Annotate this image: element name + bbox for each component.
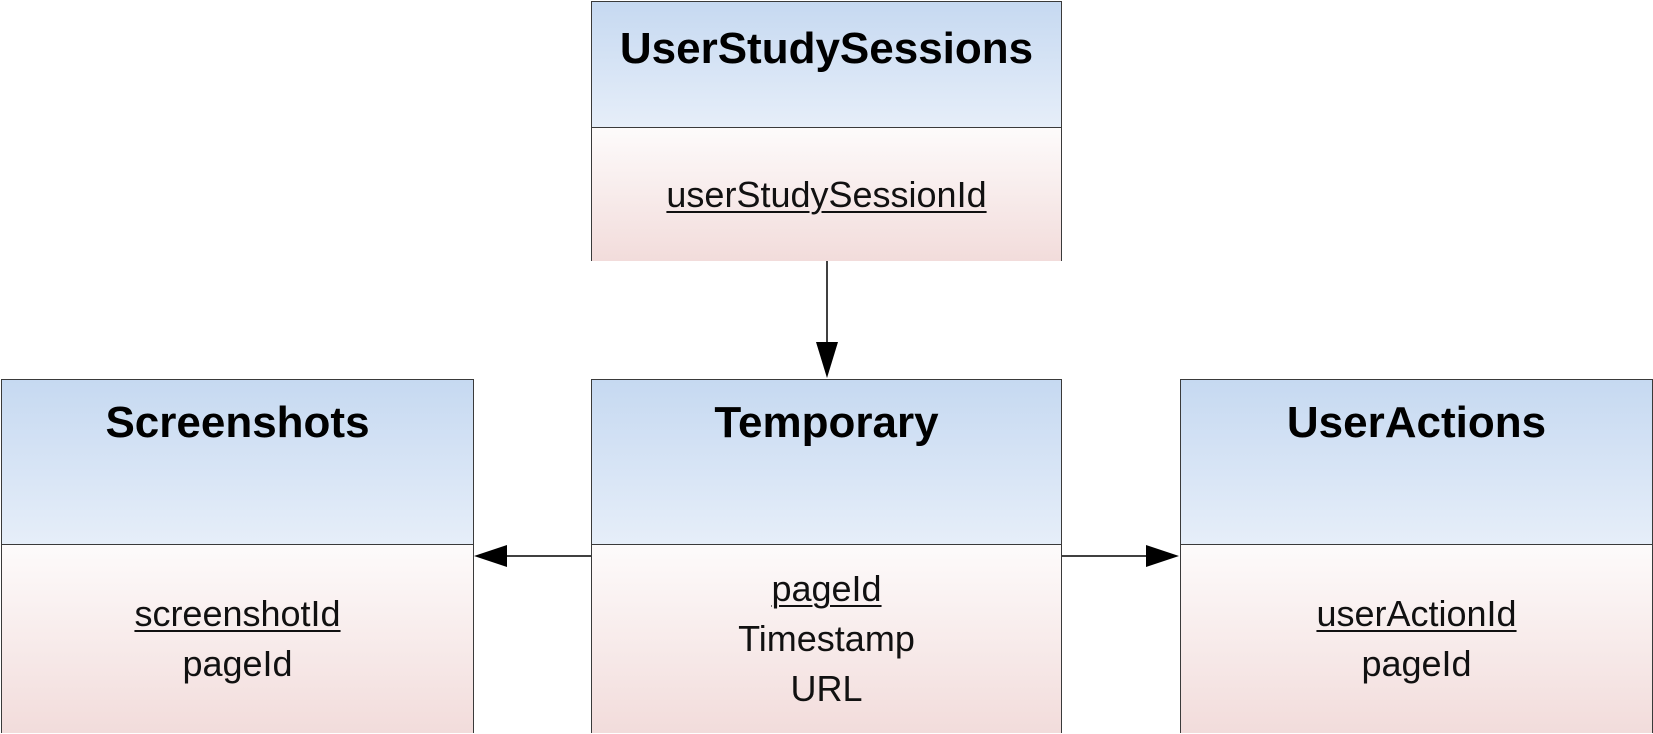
entity-user-study-sessions: UserStudySessions userStudySessionId (591, 1, 1062, 261)
attribute: Timestamp (738, 618, 915, 659)
primary-key-attribute: userActionId (1316, 593, 1517, 634)
attribute: pageId (1361, 643, 1472, 684)
attribute: URL (790, 668, 863, 709)
entity-user-actions: UserActions userActionId pageId (1180, 379, 1653, 733)
entity-title: Temporary (592, 380, 1061, 545)
entity-screenshots: Screenshots screenshotId pageId (1, 379, 474, 733)
primary-key-attribute: screenshotId (134, 593, 341, 634)
arrow-temporary-to-screenshots (474, 545, 591, 567)
primary-key-attribute: pageId (771, 568, 882, 609)
entity-title: UserActions (1181, 380, 1652, 545)
primary-key-attribute: userStudySessionId (666, 173, 987, 215)
attribute: pageId (182, 643, 293, 684)
entity-attributes: userActionId pageId (1181, 545, 1652, 733)
entity-title: UserStudySessions (592, 2, 1061, 128)
arrow-sessions-to-temporary (816, 261, 838, 378)
arrow-temporary-to-useractions (1062, 545, 1179, 567)
entity-temporary: Temporary pageId Timestamp URL (591, 379, 1062, 733)
entity-attributes: userStudySessionId (592, 128, 1061, 261)
entity-attributes: screenshotId pageId (2, 545, 473, 733)
entity-title: Screenshots (2, 380, 473, 545)
entity-attributes: pageId Timestamp URL (592, 545, 1061, 733)
